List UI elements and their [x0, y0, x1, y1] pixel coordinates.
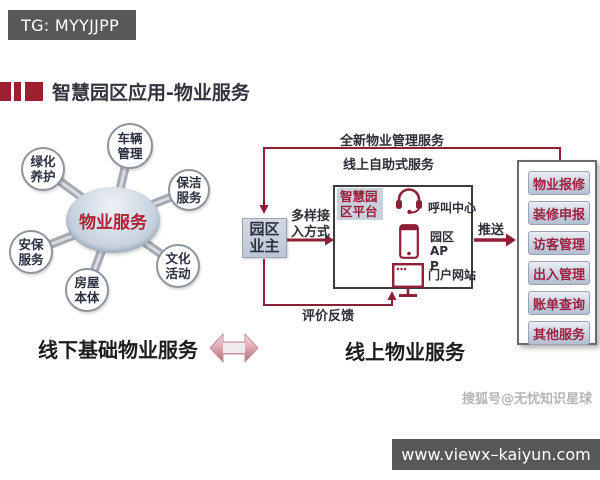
hub-node-label: 房屋本体 [74, 275, 100, 305]
page-title: 智慧园区应用-物业服务 [52, 82, 250, 104]
platform-title-tag: 智慧园区平台 [337, 188, 383, 220]
online-services-panel: 物业报修 装修申报 访客管理 出入管理 账单查询 其他服务 [517, 160, 597, 345]
hub-center-ellipse: 物业服务 [66, 187, 160, 253]
headset-icon [396, 188, 422, 214]
park-app-label: 园区APP [430, 230, 455, 273]
sohu-watermark: 搜狐号@无忧知识星球 [462, 392, 593, 407]
web-portal-label: 门户网站 [428, 268, 477, 282]
title-bullet-icon [0, 82, 11, 101]
smartphone-icon [399, 224, 419, 259]
hub-center-label: 物业服务 [79, 212, 147, 233]
footer-url-bar: www.viewx–kaiyun.com [392, 439, 600, 470]
offline-services-caption: 线下基础物业服务 [38, 338, 198, 362]
hub-node-housing: 房屋本体 [65, 268, 109, 312]
hub-node-label: 保洁服务 [176, 175, 202, 205]
hub-node-label: 绿化养护 [30, 154, 56, 184]
tg-badge: TG: MYYJJPP [8, 10, 136, 40]
hub-node-greening: 绿化养护 [21, 147, 65, 191]
online-services-caption: 线上物业服务 [345, 340, 465, 364]
new-service-flow-label: 全新物业管理服务 [340, 134, 445, 149]
hub-node-culture: 文化活动 [156, 244, 200, 288]
park-owner-box: 园区业主 [242, 218, 287, 258]
footer-url-text: www.viewx–kaiyun.com [401, 445, 591, 464]
hub-node-vehicle: 车辆管理 [107, 123, 153, 169]
service-item-other: 其他服务 [528, 321, 590, 345]
access-methods-label: 多样接入方式 [291, 209, 331, 241]
hub-node-cleaning: 保洁服务 [168, 169, 210, 211]
service-item-repair: 物业报修 [528, 171, 590, 195]
park-owner-label: 园区业主 [249, 219, 280, 255]
monitor-icon [392, 263, 424, 297]
title-bullet-icon [14, 82, 21, 101]
service-item-access: 出入管理 [528, 261, 590, 285]
hub-node-label: 车辆管理 [117, 131, 143, 161]
service-item-billing: 账单查询 [528, 291, 590, 315]
self-service-flow-label: 线上自助式服务 [343, 158, 435, 173]
push-label: 推送 [478, 223, 505, 238]
tg-badge-text: TG: MYYJJPP [21, 15, 120, 35]
feedback-label: 评价反馈 [302, 309, 355, 324]
platform-title-text: 智慧园区平台 [340, 189, 378, 219]
title-bullet-icon [25, 82, 43, 101]
hub-node-label: 安保服务 [18, 237, 44, 267]
call-center-label: 呼叫中心 [428, 201, 477, 215]
service-item-visitor: 访客管理 [528, 231, 590, 255]
hub-node-security: 安保服务 [9, 230, 53, 274]
hub-node-label: 文化活动 [165, 251, 191, 281]
service-item-renovation: 装修申报 [528, 201, 590, 225]
double-arrow-icon [209, 332, 259, 364]
